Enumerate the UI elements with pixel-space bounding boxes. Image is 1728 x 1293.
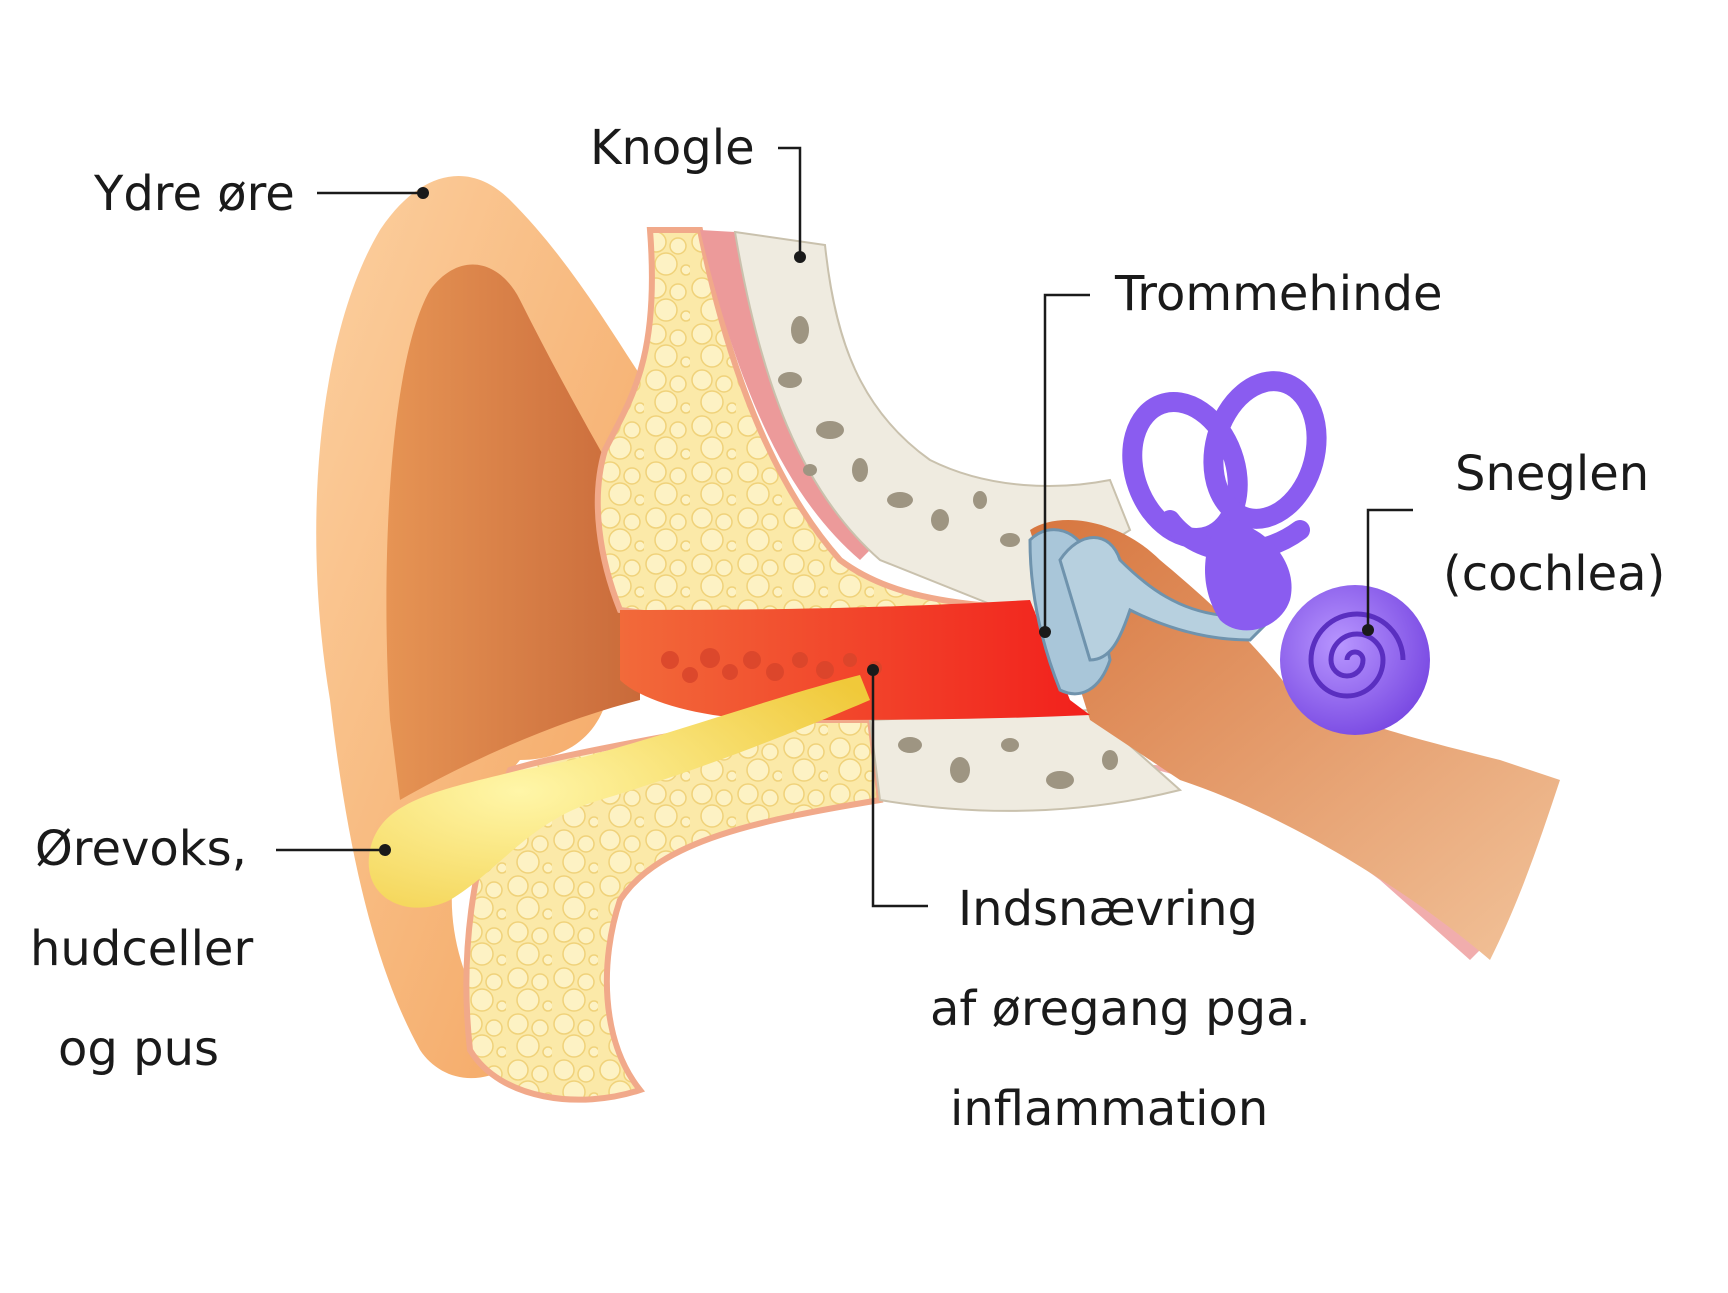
leader-lines xyxy=(276,146,1413,908)
label-narrowing-line3: inflammation xyxy=(950,1081,1269,1137)
bone-upper-holes xyxy=(778,316,1020,547)
vestibule xyxy=(1205,520,1292,631)
label-cochlea-line1: Sneglen xyxy=(1455,446,1650,502)
bone-lower-holes xyxy=(898,737,1118,789)
label-cochlea-line2: (cochlea) xyxy=(1443,546,1666,602)
label-earwax-line3: og pus xyxy=(58,1021,219,1077)
label-earwax-line1: Ørevoks, xyxy=(35,821,247,877)
leader-cochlea xyxy=(1366,508,1413,630)
label-narrowing-line1: Indsnævring xyxy=(958,881,1258,937)
middle-ear-cavity xyxy=(1030,520,1560,960)
leader-narrowing xyxy=(871,670,928,908)
bone-upper xyxy=(733,230,1132,622)
label-earwax-line2: hudceller xyxy=(30,921,254,977)
cochlea xyxy=(1280,585,1430,735)
leader-eardrum xyxy=(1043,293,1090,632)
outer-ear-concha xyxy=(386,264,640,800)
muscle-strip-upper xyxy=(700,230,880,560)
earwax xyxy=(368,675,870,908)
label-narrowing-line2: af øregang pga. xyxy=(930,981,1311,1037)
label-outer-ear: Ydre øre xyxy=(94,166,295,222)
bone-lower xyxy=(868,708,1183,812)
label-bone: Knogle xyxy=(590,120,755,176)
cochlea-spiral xyxy=(1308,611,1406,699)
label-eardrum: Trommehinde xyxy=(1115,266,1443,322)
leader-dots xyxy=(379,187,1374,856)
pus-dots xyxy=(661,648,882,683)
leader-bone xyxy=(778,146,802,257)
